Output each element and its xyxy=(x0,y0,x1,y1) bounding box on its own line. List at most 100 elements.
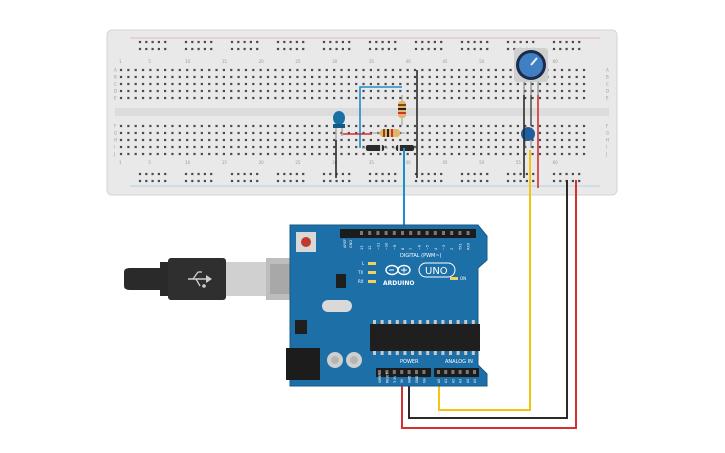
digital-pin-label: ~5 xyxy=(426,245,430,250)
usb-cable xyxy=(124,258,318,300)
digital-pin-label: TX1 xyxy=(458,243,462,251)
led-tx xyxy=(368,271,376,274)
digital-pin-label: ~3 xyxy=(442,245,446,250)
row-letter: C xyxy=(114,82,117,87)
column-number: 10 xyxy=(185,59,191,64)
column-number: 25 xyxy=(295,59,301,64)
row-letter: H xyxy=(606,138,609,143)
power-header[interactable] xyxy=(376,368,431,377)
row-letter: I xyxy=(114,145,115,150)
resistor-vertical[interactable] xyxy=(398,95,406,125)
row-letter: F xyxy=(606,124,609,129)
atmega-chip xyxy=(370,324,480,351)
digital-pin-label: RX0 xyxy=(467,243,471,250)
column-number: 5 xyxy=(148,59,151,64)
power-label: POWER xyxy=(400,359,419,365)
row-letter: B xyxy=(606,75,609,80)
reset-button[interactable] xyxy=(296,232,316,252)
analog-label: ANALOG IN xyxy=(445,359,473,365)
digital-pin-label: 4 xyxy=(434,247,438,250)
regulator xyxy=(295,320,307,334)
dc-power-jack[interactable] xyxy=(286,348,320,380)
row-letter: E xyxy=(114,96,117,101)
power-pin-label: 5V xyxy=(400,378,404,383)
power-pin-label: GND xyxy=(415,375,419,383)
analog-pin-label: A2 xyxy=(451,379,455,383)
crystal xyxy=(322,300,352,312)
digital-pin-label: ~9 xyxy=(393,245,397,250)
digital-label: DIGITAL (PWM~) xyxy=(400,253,442,259)
power-pin-label: 3.3V xyxy=(393,375,397,383)
row-letter: J xyxy=(113,152,115,157)
digital-header[interactable] xyxy=(340,229,476,238)
row-letter: B xyxy=(114,75,117,80)
row-letter: D xyxy=(114,89,117,94)
row-letter: I xyxy=(606,145,607,150)
column-number: 40 xyxy=(406,160,412,165)
aref-label: AREF xyxy=(343,239,347,248)
led-on xyxy=(450,277,458,280)
column-number: 15 xyxy=(222,160,228,165)
column-number: 60 xyxy=(553,59,559,64)
column-number: 60 xyxy=(553,160,559,165)
row-letter: C xyxy=(606,82,609,87)
power-pin-label: GND xyxy=(408,375,412,383)
row-letter: J xyxy=(605,152,607,157)
diode-left[interactable] xyxy=(362,145,388,151)
power-pin-label: IOREF xyxy=(378,373,382,383)
analog-header[interactable] xyxy=(434,368,479,377)
digital-pin-label: 8 xyxy=(401,248,405,250)
analog-pin-label: A4 xyxy=(466,379,470,383)
label-tx: TX xyxy=(357,270,363,275)
label-rx: RX xyxy=(358,279,364,284)
row-letter: E xyxy=(606,96,609,101)
row-letter: D xyxy=(606,89,609,94)
analog-pin-label: A0 xyxy=(437,379,441,383)
digital-pin-label: ~11 xyxy=(376,243,380,250)
column-number: 30 xyxy=(332,160,338,165)
digital-pin-label: 7 xyxy=(409,248,413,250)
column-number: 20 xyxy=(259,59,265,64)
breadboard-wires xyxy=(335,70,539,188)
digital-pin-label: 12 xyxy=(368,246,372,250)
row-letter: H xyxy=(114,138,117,143)
usb-icon xyxy=(188,271,212,288)
analog-pin-label: A5 xyxy=(473,379,477,383)
column-number: 10 xyxy=(185,160,191,165)
column-number: 25 xyxy=(295,160,301,165)
column-number: 35 xyxy=(369,160,375,165)
digital-pin-label: ~6 xyxy=(417,245,421,250)
column-number: 15 xyxy=(222,59,228,64)
column-number: 1 xyxy=(119,59,122,64)
potentiometer[interactable] xyxy=(514,48,548,95)
row-letter: A xyxy=(114,68,117,73)
uno-badge: UNO xyxy=(418,262,456,278)
column-number: 30 xyxy=(332,59,338,64)
resistor-horizontal[interactable] xyxy=(372,129,405,137)
breadboard-column-numbers: 1155101015152020252530303535404045455050… xyxy=(119,59,558,165)
led-rx xyxy=(368,280,376,283)
arduino-uno-board[interactable]: L TX RX ON ARDUINO UNO DIGITAL (PWM~) PO… xyxy=(286,224,488,387)
model-label: UNO xyxy=(425,266,448,277)
row-letter: A xyxy=(606,68,609,73)
power-pin-label: Vin xyxy=(422,378,426,383)
column-number: 55 xyxy=(516,160,522,165)
row-letter: G xyxy=(114,131,117,136)
label-l: L xyxy=(362,261,365,266)
digital-pin-label: 2 xyxy=(450,248,454,250)
column-number: 45 xyxy=(442,59,448,64)
row-letter: F xyxy=(114,124,117,129)
digital-pin-label: ~10 xyxy=(385,243,389,250)
column-number: 20 xyxy=(259,160,265,165)
led-blue[interactable] xyxy=(333,111,345,140)
gnd-label: GND xyxy=(349,240,353,248)
column-number: 45 xyxy=(442,160,448,165)
breadboard[interactable]: 1155101015152020252530303535404045455050… xyxy=(106,29,618,196)
arduino-wires xyxy=(401,148,577,429)
analog-pin-label: A3 xyxy=(459,379,463,383)
